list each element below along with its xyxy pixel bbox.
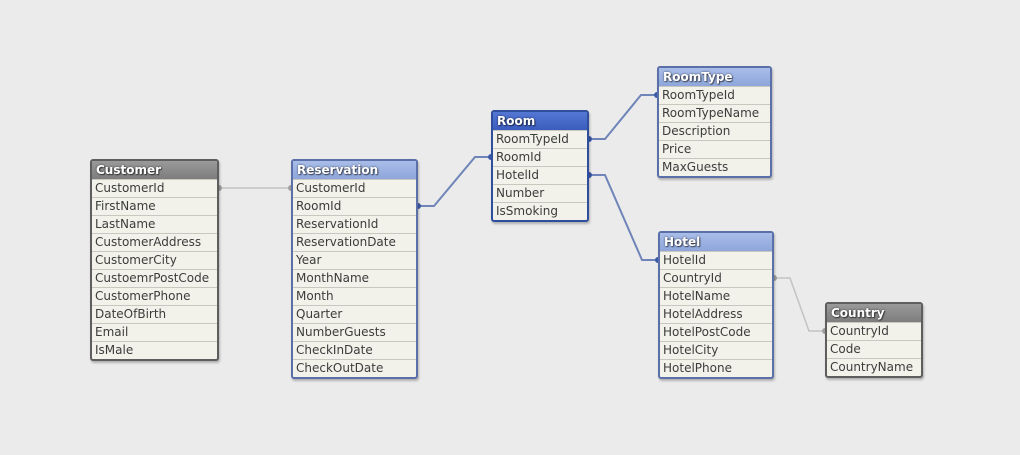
field-reservation-checkoutdate[interactable]: CheckOutDate [293,359,416,377]
table-header[interactable]: RoomType [659,68,770,86]
field-hotel-hoteladdress[interactable]: HotelAddress [660,305,772,323]
field-roomtype-roomtypeid[interactable]: RoomTypeId [659,86,770,104]
field-customer-customerphone[interactable]: CustomerPhone [92,287,217,305]
table-header[interactable]: Hotel [660,233,772,251]
field-customer-customercity[interactable]: CustomerCity [92,251,217,269]
field-reservation-monthname[interactable]: MonthName [293,269,416,287]
table-header[interactable]: Country [827,304,921,322]
field-hotel-hotelpostcode[interactable]: HotelPostCode [660,323,772,341]
field-reservation-checkindate[interactable]: CheckInDate [293,341,416,359]
field-room-roomid[interactable]: RoomId [493,148,587,166]
field-roomtype-price[interactable]: Price [659,140,770,158]
field-customer-customerid[interactable]: CustomerId [92,179,217,197]
field-customer-lastname[interactable]: LastName [92,215,217,233]
field-roomtype-maxguests[interactable]: MaxGuests [659,158,770,176]
field-hotel-hotelname[interactable]: HotelName [660,287,772,305]
field-roomtype-description[interactable]: Description [659,122,770,140]
field-country-code[interactable]: Code [827,340,921,358]
table-header[interactable]: Reservation [293,161,416,179]
field-country-countryname[interactable]: CountryName [827,358,921,376]
field-hotel-hotelcity[interactable]: HotelCity [660,341,772,359]
field-country-countryid[interactable]: CountryId [827,322,921,340]
field-reservation-quarter[interactable]: Quarter [293,305,416,323]
field-hotel-countryid[interactable]: CountryId [660,269,772,287]
link-reservation-RoomId-to-room-RoomId [418,156,491,207]
field-customer-dateofbirth[interactable]: DateOfBirth [92,305,217,323]
field-customer-ismale[interactable]: IsMale [92,341,217,359]
field-customer-email[interactable]: Email [92,323,217,341]
table-header[interactable]: Customer [92,161,217,179]
field-reservation-numberguests[interactable]: NumberGuests [293,323,416,341]
field-reservation-year[interactable]: Year [293,251,416,269]
field-customer-custoemrpostcode[interactable]: CustoemrPostCode [92,269,217,287]
field-room-hotelid[interactable]: HotelId [493,166,587,184]
field-room-roomtypeid[interactable]: RoomTypeId [493,130,587,148]
field-room-issmoking[interactable]: IsSmoking [493,202,587,220]
link-room-HotelId-to-hotel-HotelId [589,174,658,261]
field-reservation-month[interactable]: Month [293,287,416,305]
field-hotel-hotelid[interactable]: HotelId [660,251,772,269]
field-reservation-roomid[interactable]: RoomId [293,197,416,215]
field-hotel-hotelphone[interactable]: HotelPhone [660,359,772,377]
link-hotel-CountryId-to-country-CountryId [774,277,825,332]
field-roomtype-roomtypename[interactable]: RoomTypeName [659,104,770,122]
link-room-RoomTypeId-to-roomtype-RoomTypeId [589,94,657,140]
field-reservation-reservationdate[interactable]: ReservationDate [293,233,416,251]
field-reservation-customerid[interactable]: CustomerId [293,179,416,197]
field-room-number[interactable]: Number [493,184,587,202]
field-customer-customeraddress[interactable]: CustomerAddress [92,233,217,251]
table-header[interactable]: Room [493,112,587,130]
field-reservation-reservationid[interactable]: ReservationId [293,215,416,233]
field-customer-firstname[interactable]: FirstName [92,197,217,215]
